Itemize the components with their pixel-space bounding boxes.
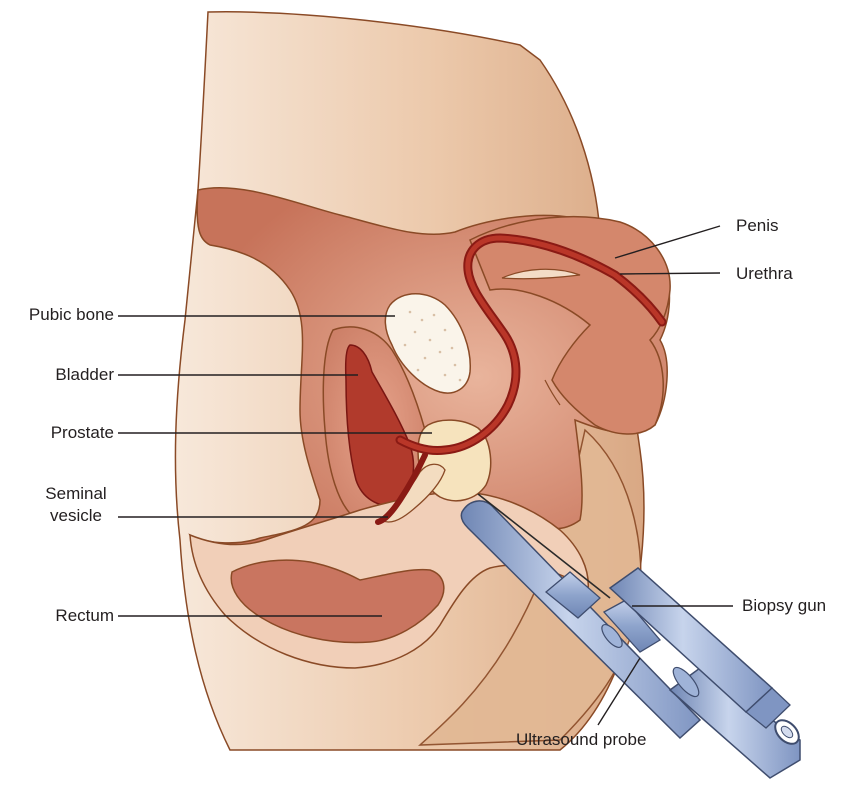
label-ultrasound-probe: Ultrasound probe [516,730,646,750]
label-rectum: Rectum [55,606,114,626]
label-pubic-bone: Pubic bone [29,305,114,325]
label-seminal-line1: Seminal [36,483,116,505]
leader-urethra [620,273,720,274]
label-urethra: Urethra [736,264,793,284]
label-penis: Penis [736,216,779,236]
label-biopsy-gun: Biopsy gun [742,596,826,616]
label-seminal-vesicle: Seminal vesicle [36,483,116,527]
label-seminal-line2: vesicle [36,505,116,527]
label-prostate: Prostate [51,423,114,443]
label-bladder: Bladder [55,365,114,385]
